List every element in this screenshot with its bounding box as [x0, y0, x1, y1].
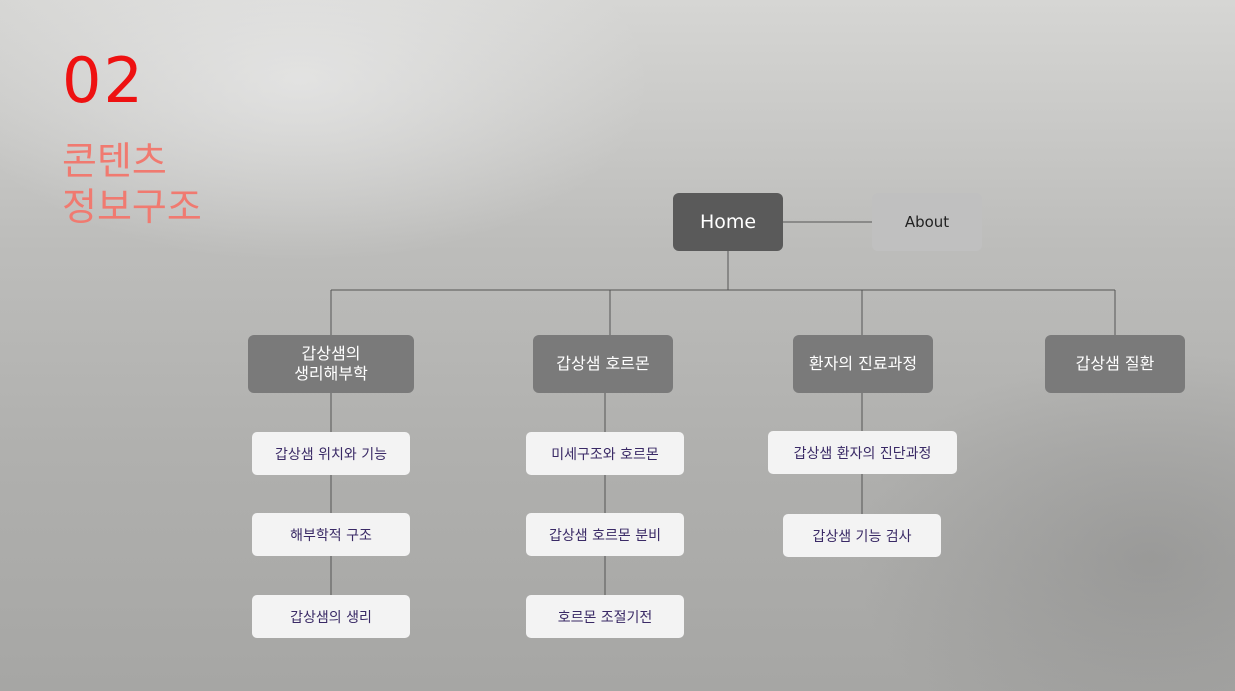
section-title: 콘텐츠 정보구조	[62, 138, 202, 230]
page-node-diagnosis-process[interactable]: 갑상샘 환자의 진단과정	[768, 431, 957, 474]
page-node-hormone-regulation[interactable]: 호르몬 조절기전	[526, 595, 684, 638]
page-node-location-function[interactable]: 갑상샘 위치와 기능	[252, 432, 410, 475]
category-physiology-anatomy[interactable]: 갑상샘의 생리해부학	[248, 335, 414, 393]
category-patient-care[interactable]: 환자의 진료과정	[793, 335, 933, 393]
section-title-line-1: 콘텐츠	[62, 139, 167, 183]
section-number: 02	[62, 44, 145, 117]
category-label-line-2: 생리해부학	[294, 364, 368, 383]
page-node-thyroid-physiology[interactable]: 갑상샘의 생리	[252, 595, 410, 638]
home-node[interactable]: Home	[673, 193, 783, 251]
about-node[interactable]: About	[872, 193, 982, 251]
category-thyroid-hormone[interactable]: 갑상샘 호르몬	[533, 335, 673, 393]
section-title-line-2: 정보구조	[62, 185, 202, 229]
page-node-anatomical-structure[interactable]: 해부학적 구조	[252, 513, 410, 556]
category-label-line-1: 갑상샘 호르몬	[556, 354, 650, 373]
page-node-hormone-secretion[interactable]: 갑상샘 호르몬 분비	[526, 513, 684, 556]
page-node-function-test[interactable]: 갑상샘 기능 검사	[783, 514, 941, 557]
category-label-line-1: 갑상샘의	[301, 344, 361, 363]
page-node-microstructure-hormone[interactable]: 미세구조와 호르몬	[526, 432, 684, 475]
category-label-line-1: 환자의 진료과정	[808, 354, 918, 373]
category-thyroid-disease[interactable]: 갑상샘 질환	[1045, 335, 1185, 393]
category-label-line-1: 갑상샘 질환	[1075, 354, 1155, 373]
